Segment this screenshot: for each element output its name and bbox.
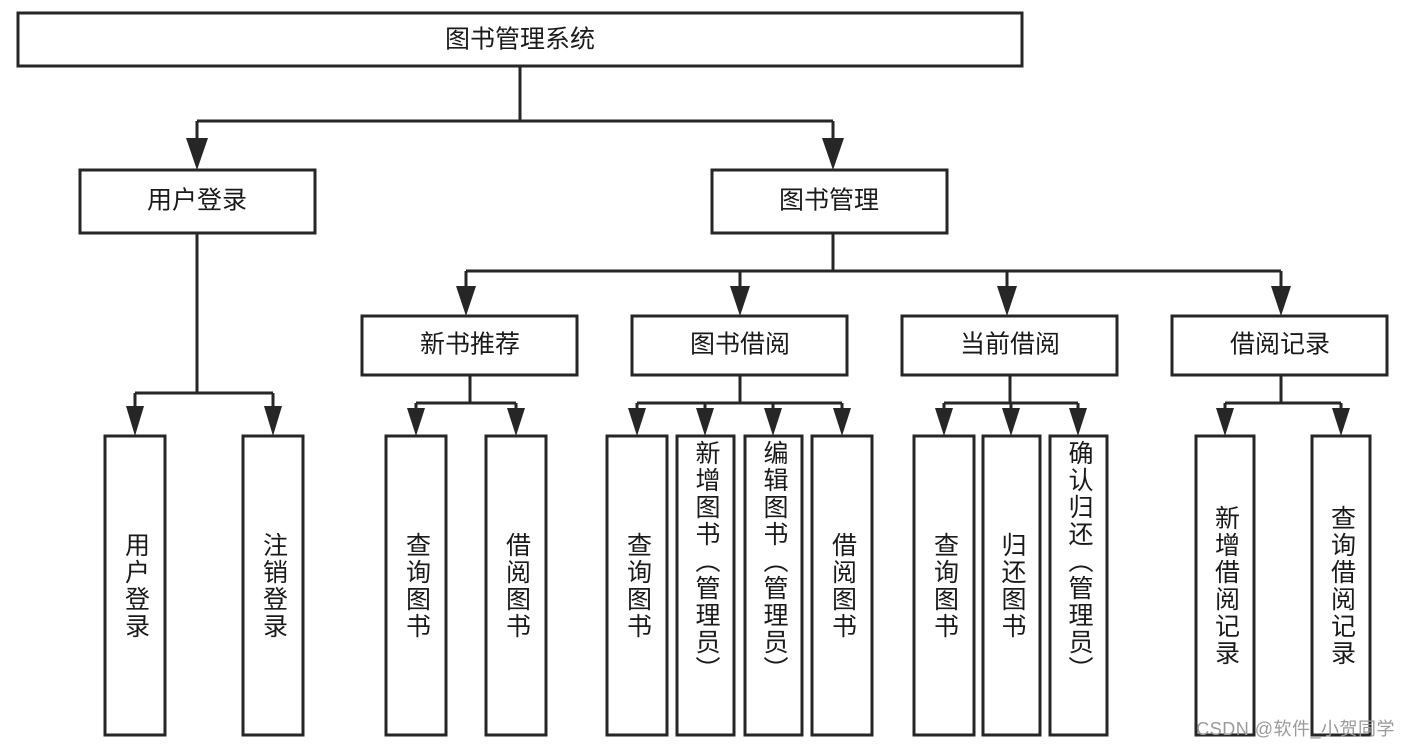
arrow-head-book-borrow xyxy=(730,286,750,316)
node-level2-user-login[interactable] xyxy=(78,168,317,235)
node-level2-user-login-label: 用户登录 xyxy=(147,187,247,215)
arrow-head-leaf-borrow-book-2 xyxy=(833,408,851,436)
node-level3-book-borrow[interactable] xyxy=(630,314,849,377)
arrow-head-leaf-query-record xyxy=(1332,408,1350,436)
connector-group-root-to-level2 xyxy=(186,66,844,170)
arrow-head-user-login xyxy=(186,138,208,170)
arrow-head-borrow-record xyxy=(1271,286,1291,316)
arrow-head-leaf-logout xyxy=(264,406,282,436)
node-level3-borrow-record-label: 借阅记录 xyxy=(1230,331,1330,359)
node-root-label: 图书管理系统 xyxy=(445,26,595,54)
arrow-head-leaf-query-book-3 xyxy=(935,408,953,436)
node-leaf-logout[interactable] xyxy=(241,434,305,737)
arrow-head-leaf-return-book xyxy=(1002,408,1020,436)
arrow-head-leaf-user-login xyxy=(126,406,144,436)
csdn-watermark: CSDN @软件_小贺同学 xyxy=(1196,719,1395,739)
arrow-head-leaf-borrow-book-1 xyxy=(507,408,525,436)
arrow-head-leaf-query-book-2 xyxy=(628,408,646,436)
node-leaf-confirm-return-admin[interactable] xyxy=(1048,434,1109,737)
arrow-head-leaf-edit-book xyxy=(764,408,782,436)
arrow-head-book-manage xyxy=(822,138,844,170)
arrow-head-leaf-add-book xyxy=(696,408,714,436)
node-root-book-management-system[interactable] xyxy=(16,11,1024,68)
node-level2-book-management[interactable] xyxy=(710,168,949,235)
arrow-head-leaf-confirm-return xyxy=(1069,408,1087,436)
node-level3-book-borrow-label: 图书借阅 xyxy=(690,331,790,359)
node-level3-new-book-recommend-label: 新书推荐 xyxy=(420,331,520,359)
node-level3-current-borrow-label: 当前借阅 xyxy=(960,331,1060,359)
node-leaf-edit-book-admin[interactable] xyxy=(743,434,804,737)
connector-group-book-manage-to-level3 xyxy=(456,233,1291,316)
node-leaf-borrow-book-borrow[interactable] xyxy=(810,434,874,737)
node-leaf-user-login[interactable] xyxy=(103,434,167,737)
connector-group-current-borrow-to-leaves xyxy=(935,375,1087,436)
connector-group-new-book-to-leaves xyxy=(407,375,525,436)
node-level3-borrow-record[interactable] xyxy=(1170,314,1389,377)
arrow-head-leaf-add-record xyxy=(1216,408,1234,436)
arrow-head-new-book xyxy=(456,286,476,316)
arrow-head-current-borrow xyxy=(997,286,1017,316)
arrow-head-leaf-query-book-1 xyxy=(407,408,425,436)
node-level3-current-borrow[interactable] xyxy=(900,314,1119,377)
connector-group-book-borrow-to-leaves xyxy=(628,375,851,436)
node-leaf-return-book[interactable] xyxy=(981,434,1042,737)
node-leaf-add-borrow-record[interactable] xyxy=(1194,434,1256,737)
node-leaf-borrow-book-recommend[interactable] xyxy=(484,434,548,737)
node-leaf-query-book-recommend[interactable] xyxy=(384,434,448,737)
node-leaf-query-book-borrow[interactable] xyxy=(605,434,669,737)
connector-group-user-login-to-leaves xyxy=(126,233,282,436)
connector-group-borrow-record-to-leaves xyxy=(1216,375,1350,436)
node-level2-book-management-label: 图书管理 xyxy=(779,187,879,215)
node-leaf-query-borrow-record[interactable] xyxy=(1310,434,1372,737)
node-leaf-query-book-current[interactable] xyxy=(912,434,976,737)
node-leaf-add-book-admin[interactable] xyxy=(675,434,736,737)
node-level3-new-book-recommend[interactable] xyxy=(360,314,579,377)
